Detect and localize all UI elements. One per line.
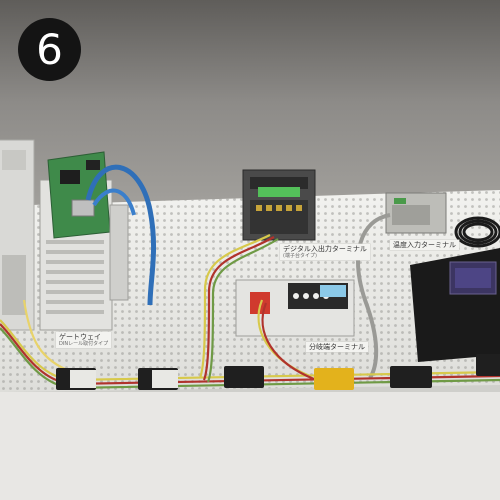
label-temperature-main: 温度入力ターミナル <box>393 241 456 249</box>
branch-terminal <box>235 279 355 337</box>
digital-io-terminal <box>242 169 316 241</box>
label-branch-terminal: 分岐端ターミナル <box>306 342 368 353</box>
label-gateway: ゲートウェイ DINレール取付タイプ <box>56 332 112 349</box>
step-number-badge: 6 <box>18 18 81 81</box>
label-gateway-main: ゲートウェイ <box>59 333 101 341</box>
label-branch-main: 分岐端ターミナル <box>309 343 365 351</box>
coiled-cable <box>454 216 500 248</box>
network-cable <box>85 164 157 306</box>
label-digital-io-sub: (端子台タイプ) <box>283 253 317 260</box>
bus-connectors <box>56 354 500 390</box>
floor <box>0 385 500 500</box>
sensor-cable <box>356 213 391 380</box>
hmi-panel <box>410 248 500 362</box>
label-digital-io: デジタル入出力ターミナル (端子台タイプ) <box>280 244 370 261</box>
label-digital-io-main: デジタル入出力ターミナル <box>283 245 367 253</box>
step-number: 6 <box>36 25 63 74</box>
temperature-input-terminal <box>385 192 447 234</box>
left-module <box>0 139 35 331</box>
gateway-unit <box>39 151 129 331</box>
label-gateway-sub: DINレール取付タイプ <box>59 341 109 348</box>
label-temperature-input: 温度入力ターミナル <box>390 240 459 251</box>
